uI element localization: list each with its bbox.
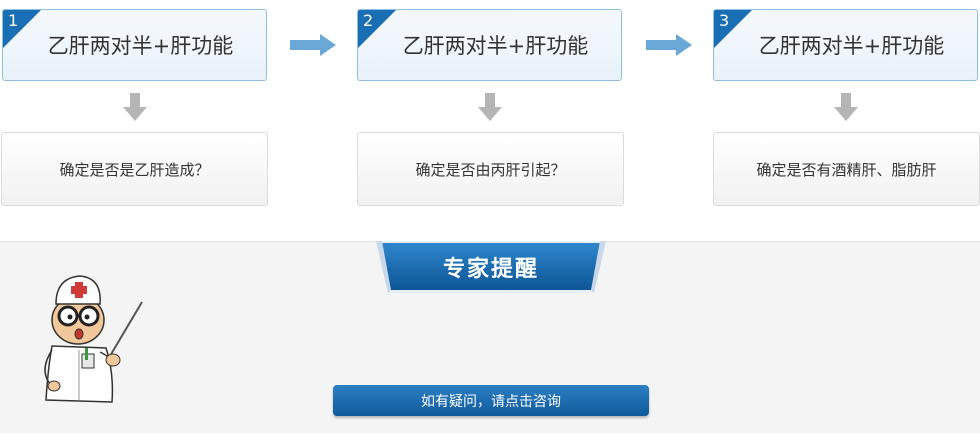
down-arrow-icon xyxy=(478,93,502,121)
step-number: 1 xyxy=(8,11,19,30)
question-card-2: 确定是否由丙肝引起？ xyxy=(357,132,624,206)
step-card-1: 1 乙肝两对半+肝功能 xyxy=(2,9,267,81)
step-card-2: 2 乙肝两对半+肝功能 xyxy=(357,9,622,81)
question-card-3: 确定是否有酒精肝、脂肪肝 xyxy=(713,132,980,206)
step-title: 乙肝两对半+肝功能 xyxy=(402,34,589,58)
step-title: 乙肝两对半+肝功能 xyxy=(47,34,234,58)
step-number-corner xyxy=(358,10,396,48)
step-number: 2 xyxy=(363,11,374,30)
question-card-1: 确定是否是乙肝造成？ xyxy=(1,132,268,206)
right-arrow-icon xyxy=(290,34,336,56)
step-number: 3 xyxy=(719,11,730,30)
down-arrow-icon xyxy=(123,93,147,121)
down-arrow-icon xyxy=(834,93,858,121)
step-card-3: 3 乙肝两对半+肝功能 xyxy=(713,9,978,81)
expert-banner-title: 专家提醒 xyxy=(442,257,539,282)
consult-button[interactable]: 如有疑问，请点击咨询 xyxy=(333,385,649,416)
expert-banner xyxy=(376,241,606,293)
step-number-corner xyxy=(714,10,752,48)
step-number-corner xyxy=(3,10,41,48)
step-title: 乙肝两对半+肝功能 xyxy=(758,34,945,58)
doctor-illustration xyxy=(44,275,143,403)
right-arrow-icon xyxy=(646,34,692,56)
